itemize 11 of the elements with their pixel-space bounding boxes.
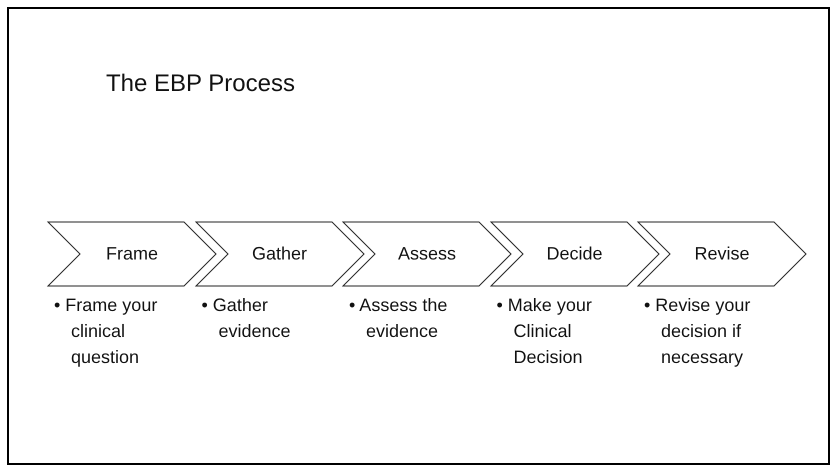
step-label: Assess [398, 244, 456, 264]
title: The EBP Process [106, 70, 295, 98]
bullet-text: • Revise your decision if necessary [644, 294, 752, 369]
bullet-text: • Gather evidence [202, 294, 292, 343]
bullet-text: • Assess the evidence [349, 294, 448, 343]
step-label: Revise [694, 244, 750, 264]
bullet-text: • Frame your clinical question [54, 294, 158, 369]
bullet-text: • Make your Clinical Decision [496, 294, 593, 369]
step-label: Frame [106, 244, 158, 264]
step-label: Decide [546, 244, 603, 264]
step-label: Gather [252, 244, 308, 264]
